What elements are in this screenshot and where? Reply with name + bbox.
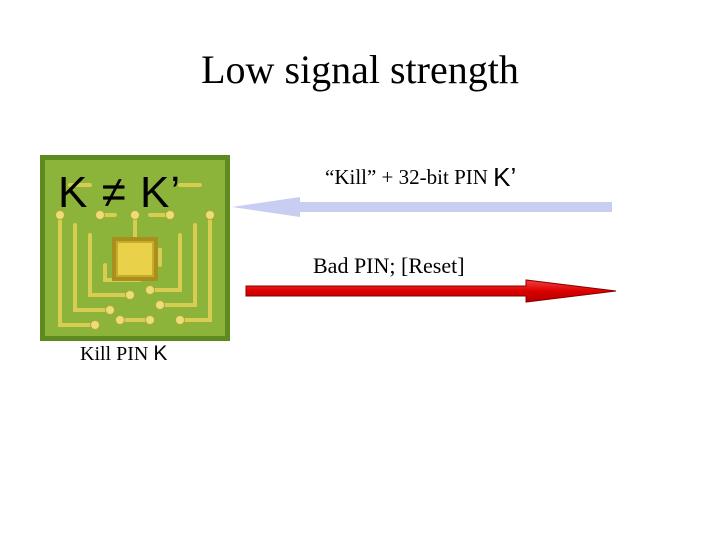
kill-command-arrow <box>232 197 612 217</box>
rfid-tag-chip <box>40 155 230 341</box>
kill-command-text: “Kill” + 32-bit PIN <box>325 165 494 189</box>
slide-title: Low signal strength <box>201 47 519 92</box>
reader-key-k-prime: K’ <box>139 168 182 217</box>
tag-caption-key: K <box>153 342 168 365</box>
kill-command-label: “Kill” + 32-bit PIN K’ <box>325 160 517 192</box>
tag-caption: Kill PIN K <box>80 342 167 366</box>
tag-caption-text: Kill PIN <box>80 343 154 365</box>
not-equal-symbol: ≠ <box>101 168 127 217</box>
bad-pin-reset-arrow <box>245 279 617 303</box>
tag-key-k: K <box>58 168 89 217</box>
bad-pin-reset-label: Bad PIN; [Reset] <box>313 253 465 278</box>
tag-key-mismatch: K ≠ K’ <box>58 168 181 218</box>
kill-command-key: K’ <box>493 162 517 192</box>
